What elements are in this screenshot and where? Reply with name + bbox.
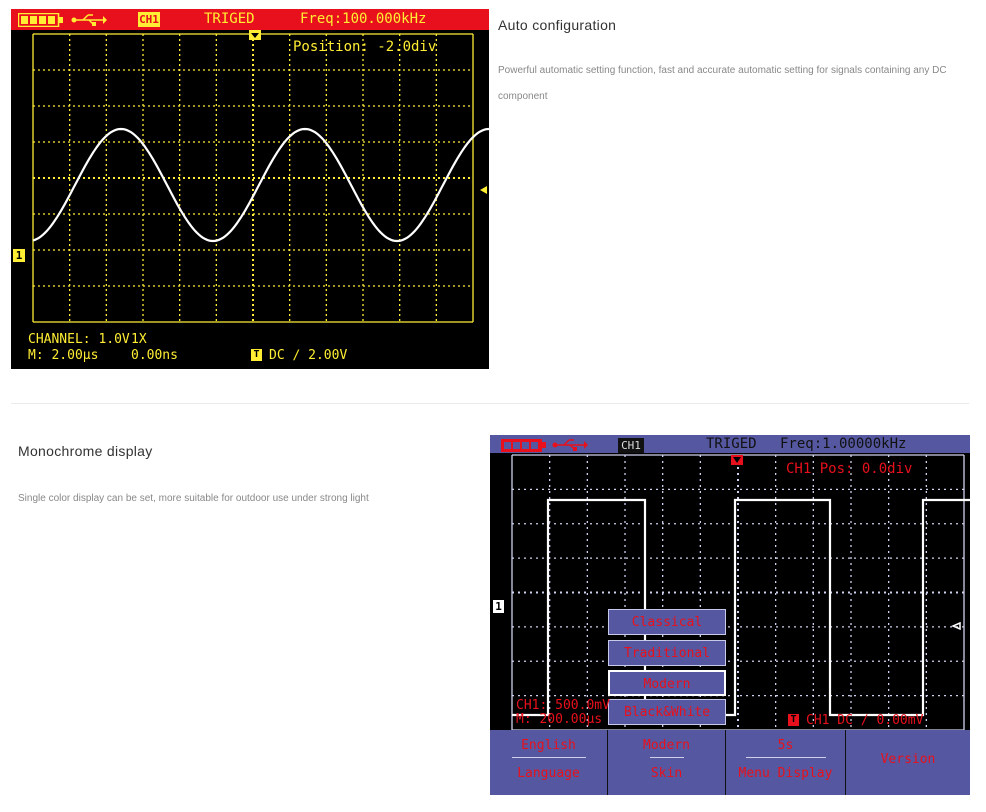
channel-badge: CH1 <box>618 438 644 453</box>
channel-ground-marker: 1 <box>493 600 504 613</box>
softkey-separator <box>650 757 684 758</box>
trigger-settings: DC ∕ 2.00V <box>269 348 348 363</box>
softkey-menu: English Language Modern Skin 5s Menu Dis… <box>490 730 970 795</box>
skin-option-black-white[interactable]: Black&White <box>608 699 726 725</box>
trigger-status: TRIGED <box>706 436 757 452</box>
frequency-readout: Freq:1.00000kHz <box>780 436 907 452</box>
section-heading: Monochrome display <box>18 443 153 459</box>
trigger-status: TRIGED <box>204 11 255 27</box>
waveform-display <box>511 454 970 730</box>
section-description: Single color display can be set, more su… <box>18 493 369 504</box>
softkey-label: Language <box>517 766 580 781</box>
softkey-value: 5s <box>777 738 794 753</box>
timebase-readout: M: 200.00µs <box>516 712 603 727</box>
position-readout: Position: -2.0div <box>293 39 437 55</box>
softkey-value: English <box>521 738 576 753</box>
softkey-label: Skin <box>650 766 683 781</box>
softkey-label: Menu Display <box>738 766 833 781</box>
channel-scale: CHANNEL: 1.0V <box>28 332 130 347</box>
battery-icon <box>501 439 546 452</box>
trigger-level-arrow <box>951 621 961 631</box>
skin-option-traditional[interactable]: Traditional <box>608 640 726 666</box>
square-trace <box>512 498 970 717</box>
softkey-menu-display[interactable]: 5s Menu Display <box>726 730 846 795</box>
trigger-position-marker <box>731 455 743 465</box>
trigger-settings: CH1 DC ∕ 0.00mV <box>806 713 924 728</box>
softkey-separator <box>512 757 586 758</box>
section-divider <box>11 403 969 404</box>
softkey-version[interactable]: Version <box>846 730 970 795</box>
channel-ground-marker: 1 <box>13 249 25 262</box>
usb-icon <box>71 14 107 26</box>
frequency-readout: Freq:100.000kHz <box>300 11 427 27</box>
scope-status-bar <box>11 9 489 30</box>
softkey-separator <box>746 757 826 758</box>
sine-trace <box>32 127 489 243</box>
section-description: Powerful automatic setting function, fas… <box>498 65 947 102</box>
probe-factor: 1X <box>131 332 147 347</box>
trigger-position-marker <box>249 30 261 40</box>
channel-badge: CH1 <box>138 12 160 27</box>
scope-status-bar <box>490 435 970 453</box>
auto-config-screenshot: CH1 TRIGED Freq:100.000kHz 1 Position: -… <box>11 9 489 369</box>
skin-option-classical[interactable]: Classical <box>608 609 726 635</box>
graticule <box>511 454 965 730</box>
softkey-label: Version <box>880 752 936 767</box>
channel-scale: CH1: 500.0mV <box>516 698 610 713</box>
usb-icon <box>552 439 588 451</box>
skin-option-modern[interactable]: Modern <box>608 670 726 696</box>
timebase-readout: M: 2.00µs <box>28 348 99 363</box>
softkey-skin[interactable]: Modern Skin <box>608 730 726 795</box>
softkey-value: Modern <box>643 738 690 753</box>
section-heading: Auto configuration <box>498 17 617 33</box>
time-offset: 0.00ns <box>131 348 178 363</box>
softkey-language[interactable]: English Language <box>490 730 608 795</box>
graticule <box>32 33 474 323</box>
waveform-display <box>32 30 489 323</box>
trigger-level-arrow <box>480 186 487 194</box>
trigger-badge: T <box>788 714 799 726</box>
position-readout: CH1 Pos: 0.0div <box>786 461 913 477</box>
trigger-badge: T <box>251 349 262 361</box>
battery-icon <box>18 13 63 27</box>
monochrome-display-screenshot: CH1 TRIGED Freq:1.00000kHz 1 CH1 Pos: 0.… <box>490 435 970 795</box>
